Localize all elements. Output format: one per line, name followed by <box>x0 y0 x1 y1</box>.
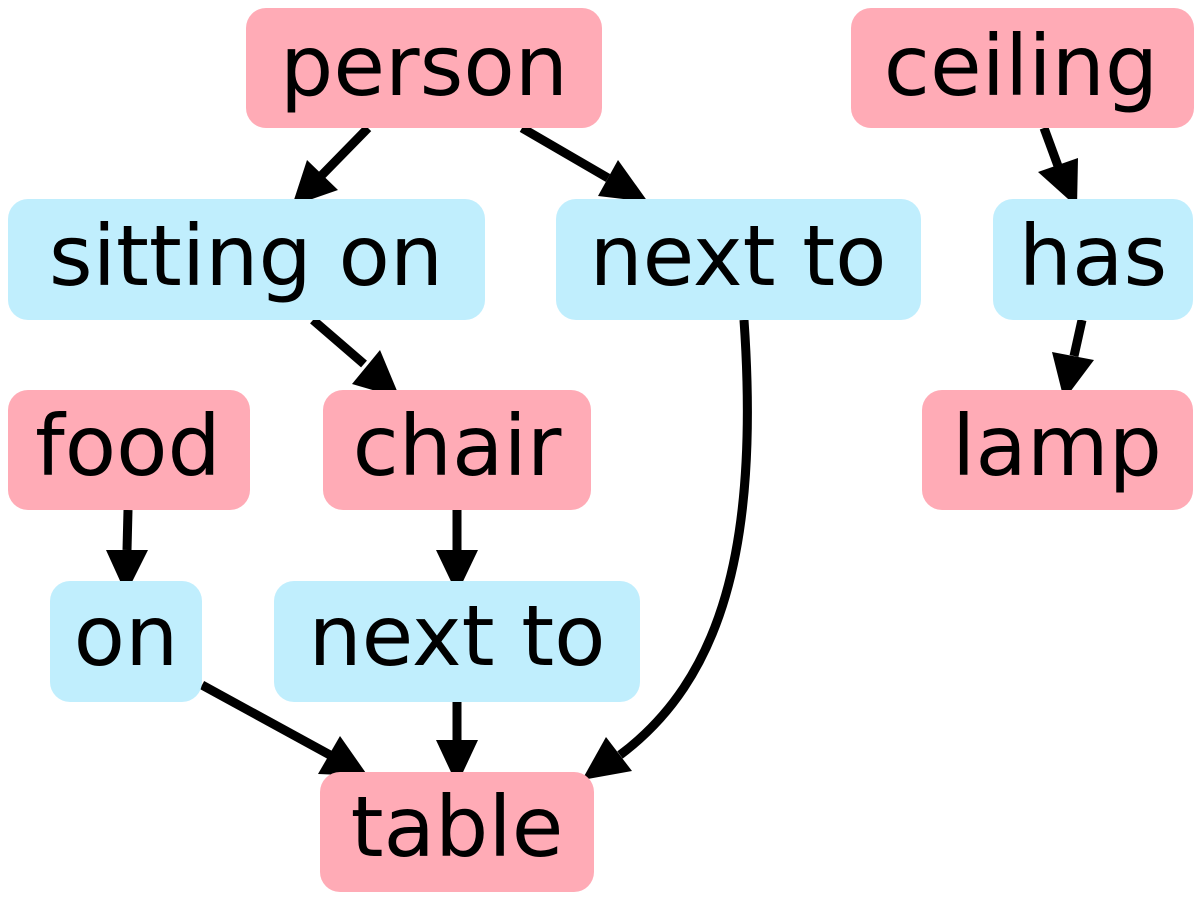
node-food: food <box>8 390 250 510</box>
edge-next-to-bottom-to-table <box>436 702 478 785</box>
node-person: person <box>246 8 602 128</box>
node-next-to-top: next to <box>556 199 921 320</box>
edge-person-to-next-to-top <box>519 124 648 202</box>
edge-on-to-table <box>199 681 368 776</box>
edge-chair-to-next-to-bottom <box>436 510 478 594</box>
node-label: next to <box>308 587 605 685</box>
nodes: person ceiling sitting on next to has fo… <box>8 8 1194 892</box>
node-label: lamp <box>952 397 1162 495</box>
node-has: has <box>993 199 1193 320</box>
node-label: person <box>280 17 568 115</box>
node-ceiling: ceiling <box>851 8 1194 128</box>
node-label: next to <box>589 207 886 305</box>
edges <box>106 124 1094 785</box>
node-sitting-on: sitting on <box>8 199 485 320</box>
node-label: ceiling <box>884 17 1158 115</box>
edge-person-to-sitting-on <box>292 124 372 206</box>
edge-next-to-top-to-table <box>582 319 752 780</box>
edge-sitting-on-to-chair <box>310 316 400 398</box>
node-lamp: lamp <box>922 390 1193 510</box>
node-label: food <box>35 397 221 495</box>
node-table: table <box>320 772 594 892</box>
edge-ceiling-to-has <box>1038 126 1078 207</box>
node-chair: chair <box>323 390 591 510</box>
edge-food-to-on <box>106 509 148 594</box>
node-label: table <box>351 778 564 876</box>
node-next-to-bottom: next to <box>274 581 640 702</box>
node-label: chair <box>353 397 562 495</box>
node-label: sitting on <box>49 207 443 305</box>
edge-has-to-lamp <box>1052 319 1094 400</box>
node-label: has <box>1019 207 1167 305</box>
node-label: on <box>74 587 179 685</box>
node-on: on <box>50 581 202 702</box>
